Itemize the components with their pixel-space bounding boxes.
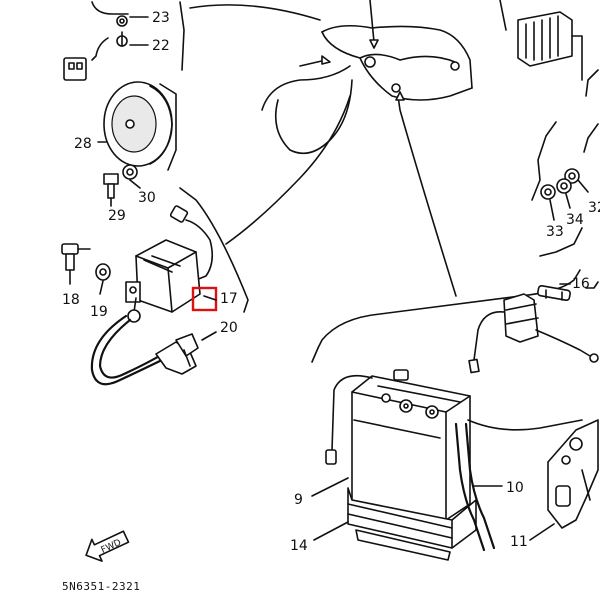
leader-11 — [529, 523, 555, 541]
battery-band — [547, 419, 599, 529]
callout-32: 32 — [588, 200, 600, 216]
relay-assembly — [63, 1, 129, 81]
callout-28: 28 — [74, 136, 92, 152]
right-edge-part — [583, 123, 599, 153]
ignition-coil — [125, 205, 214, 323]
battery-group-bracket — [317, 269, 581, 349]
callout-33: 33 — [546, 224, 564, 240]
callout-29: 29 — [108, 208, 126, 224]
washer-30 — [122, 164, 141, 189]
horn — [103, 81, 177, 171]
washer-34 — [556, 178, 572, 209]
callout-14: 14 — [290, 538, 308, 554]
callout-22: 22 — [152, 38, 170, 54]
drawing-code: 5N6351-2321 — [62, 580, 140, 593]
callout-18: 18 — [62, 292, 80, 308]
high-tension-lead — [90, 314, 172, 386]
callout-9: 9 — [294, 492, 303, 508]
group-bracket — [179, 1, 185, 71]
callout-20: 20 — [220, 320, 238, 336]
leader-9 — [311, 477, 349, 497]
battery-leader — [397, 95, 457, 297]
plug-cap — [155, 333, 199, 375]
callout-16: 16 — [572, 276, 590, 292]
bolt-18 — [61, 243, 91, 285]
callout-11: 11 — [510, 534, 528, 550]
rectifier-regulator — [499, 0, 583, 81]
front-direction-arrow: FWD — [85, 530, 130, 562]
callout-17: 17 — [220, 291, 238, 307]
leader-17 — [203, 295, 217, 301]
fuse-holder — [468, 293, 599, 374]
callout-30: 30 — [138, 190, 156, 206]
callout-34: 34 — [566, 212, 584, 228]
bolt-22 — [116, 31, 149, 47]
battery-positive-lead — [467, 419, 583, 431]
washer-32 — [564, 168, 589, 193]
battery-case — [347, 487, 477, 561]
bolt-29 — [103, 173, 119, 207]
fuse — [537, 284, 571, 302]
bolt-23 — [116, 15, 149, 27]
battery-breather-pipe — [454, 422, 496, 552]
leader-20 — [201, 331, 217, 341]
callout-10: 10 — [506, 480, 524, 496]
bracket-right-top — [585, 69, 599, 97]
highlight-box — [191, 286, 218, 312]
battery-bracket-end — [311, 347, 319, 363]
leader-14 — [313, 521, 349, 541]
frame-harness — [189, 0, 473, 155]
washer-19 — [95, 263, 111, 295]
battery-negative-lead — [325, 374, 373, 465]
nut-33 — [540, 184, 556, 221]
battery — [351, 369, 471, 521]
leader-16-tail — [585, 281, 599, 289]
coil-group-bracket — [179, 187, 249, 313]
callout-19: 19 — [90, 304, 108, 320]
bracket-32-33 — [539, 227, 583, 257]
callout-23: 23 — [152, 10, 170, 26]
coil-ground-wire — [225, 95, 351, 245]
bracket-right-mid — [531, 121, 557, 201]
